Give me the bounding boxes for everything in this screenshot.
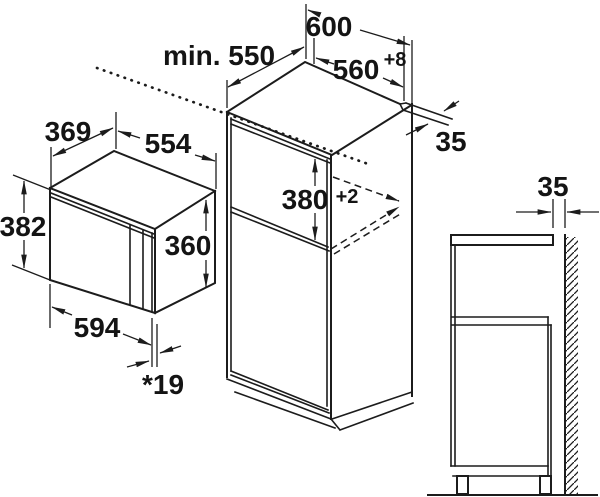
dim-600-line-left: [307, 9, 322, 18]
hidden-edge-shelf-top: [330, 206, 400, 250]
cabinet-side-front: [450, 244, 456, 467]
cabinet-niche-isometric-view: 35 min. 550 600 560 +8 380 +2: [95, 4, 467, 432]
rear-gap-strip: [398, 101, 454, 127]
hidden-edge-upper: [332, 176, 400, 202]
dim-35-side-ticks: [552, 199, 566, 228]
dim-594-extensions: [49, 284, 158, 367]
cabinet-foot-front: [456, 475, 469, 495]
dim-appliance-depth-label: 369: [45, 116, 92, 147]
cabinet-top-inner-band: [229, 117, 332, 165]
dim-door-height-label: 360: [165, 230, 212, 261]
dim-appliance-width-label: 554: [145, 128, 192, 159]
dim-554-line-left: [117, 130, 141, 139]
dim-niche-height-tolerance-label: +2: [336, 186, 359, 208]
dim-19-arrow-right: [159, 345, 182, 354]
appliance-front-face: [49, 187, 156, 315]
appliance-door-divider: [129, 224, 153, 313]
dim-369-line: [52, 127, 114, 157]
dim-382-extensions: [11, 174, 52, 281]
dim-35-top-arrow-lower: [405, 123, 429, 136]
dim-594-line-left: [51, 306, 73, 316]
dim-560-extensions: [313, 36, 405, 101]
dim-front-width-label: 594: [74, 312, 121, 343]
wall-hatching: [565, 237, 578, 495]
dim-cabinet-width-label: 600: [306, 11, 353, 42]
dim-369-extensions: [50, 112, 117, 187]
appliance-right-face: [153, 190, 216, 315]
cabinet-side-divider: [451, 316, 552, 326]
dim-554-line-right: [194, 154, 216, 162]
cabinet-shelf: [229, 205, 331, 253]
cabinet-top-edges: [225, 60, 412, 157]
appliance-door-frame-top: [49, 191, 156, 240]
dim-600-extensions: [305, 4, 413, 104]
wall-side-view: 35: [427, 171, 599, 496]
dim-niche-width-label: 560: [333, 54, 380, 85]
appliance-isometric-view: 369 554 382 360 594 *19: [0, 112, 217, 400]
appliance-top-face: [48, 149, 217, 231]
dim-19-arrow-left: [126, 360, 150, 368]
dim-35-top-arrow-upper: [443, 100, 460, 112]
dim-wall-gap-label: 35: [537, 171, 568, 202]
dim-niche-depth-label: min. 550: [163, 40, 275, 71]
cabinet-side-bottom: [450, 465, 549, 477]
dim-550-line: [227, 46, 305, 88]
dim-600-line-right: [359, 29, 411, 46]
dim-560-line-left: [315, 57, 335, 65]
dim-560-line-right: [382, 77, 404, 88]
dim-niche-width-tolerance-label: +8: [384, 49, 407, 71]
cabinet-foot-rear: [539, 475, 552, 495]
hidden-edge-shelf-bottom: [333, 212, 403, 255]
dim-frame-overhang-label: *19: [142, 369, 184, 400]
dim-niche-height-label: 380: [282, 184, 329, 215]
cabinet-base: [225, 369, 415, 432]
cabinet-side-back-panel: [547, 316, 552, 477]
dim-appliance-height-label: 382: [0, 211, 46, 242]
worktop: [450, 234, 554, 246]
dim-top-rear-gap-label: 35: [435, 126, 466, 157]
worktop-alignment-dotted-line: [95, 66, 373, 167]
dim-594-line-right: [122, 333, 152, 346]
